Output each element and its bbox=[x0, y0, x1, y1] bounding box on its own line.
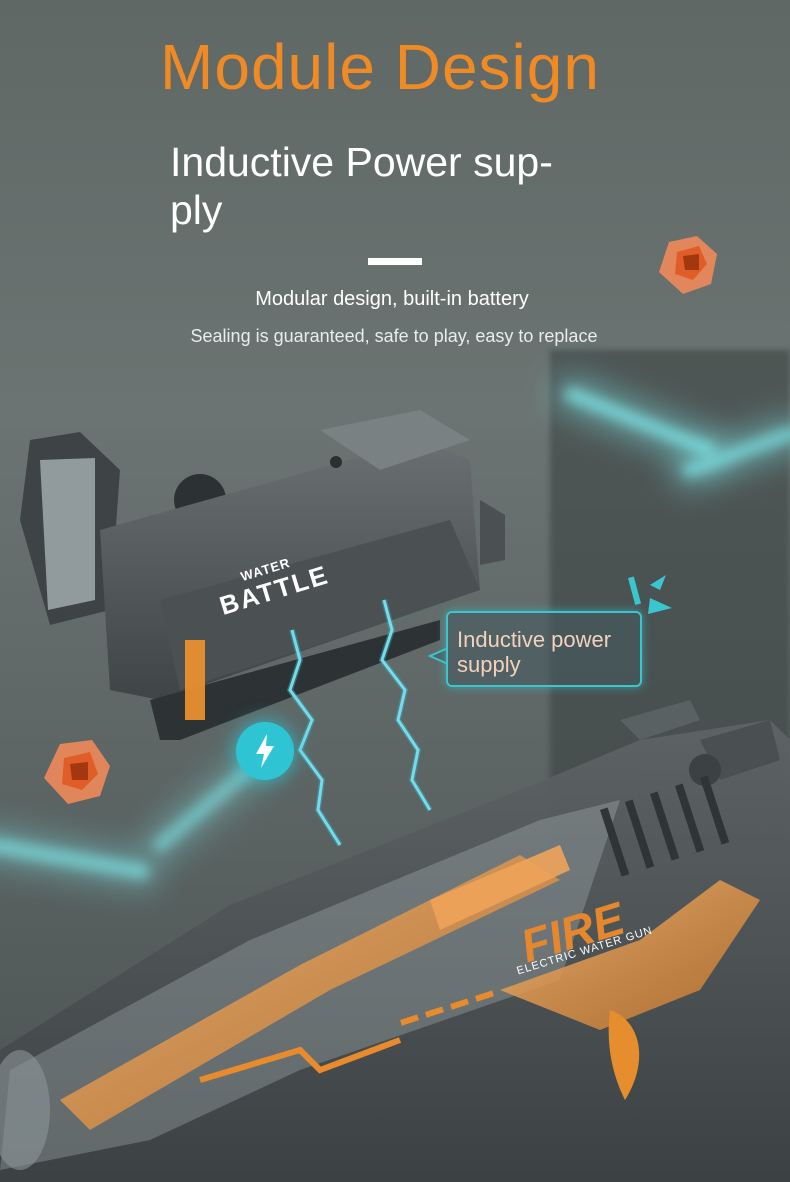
gun-body bbox=[0, 700, 790, 1182]
water-bead-icon bbox=[44, 740, 110, 804]
lightning-badge bbox=[236, 722, 294, 780]
description-line-2: Sealing is guaranteed, safe to play, eas… bbox=[190, 326, 598, 346]
electric-arc bbox=[288, 599, 432, 846]
sight-module bbox=[20, 410, 505, 740]
water-bead-icon bbox=[659, 236, 717, 294]
lightning-bolt-icon bbox=[256, 734, 274, 768]
page-title: Module Design bbox=[160, 31, 600, 103]
description-line-1: Modular design, built-in battery bbox=[255, 288, 529, 310]
inductive-power-callout: Inductive power supply bbox=[446, 611, 642, 687]
divider bbox=[368, 258, 422, 265]
page-subtitle: Inductive Power sup- ply bbox=[170, 139, 553, 233]
callout-text: Inductive power supply bbox=[457, 627, 612, 677]
